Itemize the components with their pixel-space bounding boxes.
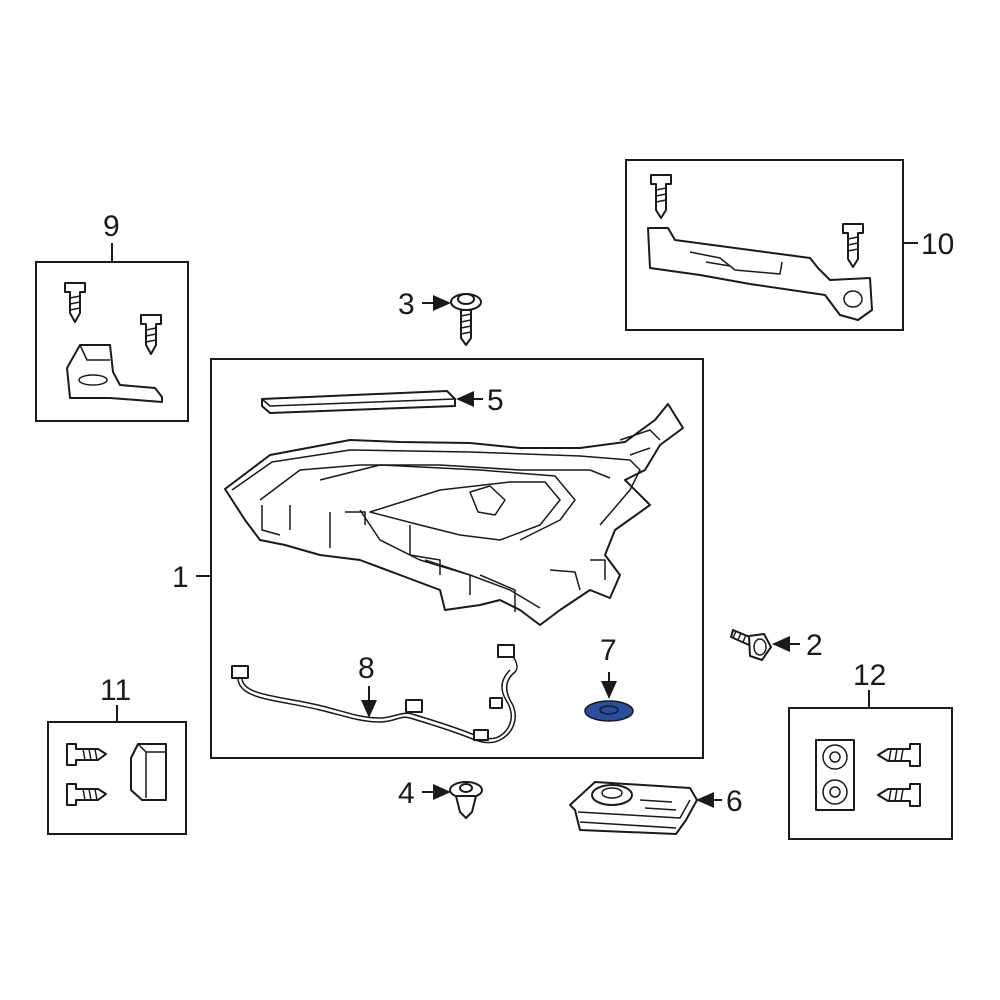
grommet-hole (599, 705, 619, 715)
callout-12[interactable]: 12 (853, 659, 886, 692)
callout-3[interactable]: 3 (398, 288, 415, 321)
control-module-part[interactable] (569, 781, 698, 835)
clip-4-part[interactable] (449, 781, 483, 819)
callout-8[interactable]: 8 (358, 652, 375, 685)
callout-11[interactable]: 11 (100, 674, 131, 707)
callout-7[interactable]: 7 (600, 634, 617, 667)
headlamp-housing-part[interactable] (224, 403, 684, 626)
headlamp-group-box (210, 358, 704, 759)
bolt-3-part[interactable] (450, 293, 482, 346)
callout-6[interactable]: 6 (726, 785, 743, 818)
trim-strip-part[interactable] (261, 390, 456, 414)
fastener-kit-12-parts[interactable] (815, 739, 921, 811)
bracket-kit-9-parts[interactable] (64, 282, 163, 403)
callout-10[interactable]: 10 (921, 228, 954, 261)
bracket-kit-10-parts[interactable] (647, 174, 873, 321)
grommet-part[interactable] (584, 700, 634, 722)
bracket-kit-10-box (625, 159, 904, 331)
bolt-2-part[interactable] (730, 629, 772, 661)
wiring-harness-part[interactable] (231, 644, 518, 744)
callout-9[interactable]: 9 (103, 210, 120, 243)
fastener-kit-11-parts[interactable] (66, 743, 167, 806)
callout-1[interactable]: 1 (172, 561, 189, 594)
callout-5[interactable]: 5 (487, 384, 504, 417)
fastener-kit-12-box (788, 707, 953, 840)
callout-2[interactable]: 2 (806, 629, 823, 662)
callout-4[interactable]: 4 (398, 777, 415, 810)
